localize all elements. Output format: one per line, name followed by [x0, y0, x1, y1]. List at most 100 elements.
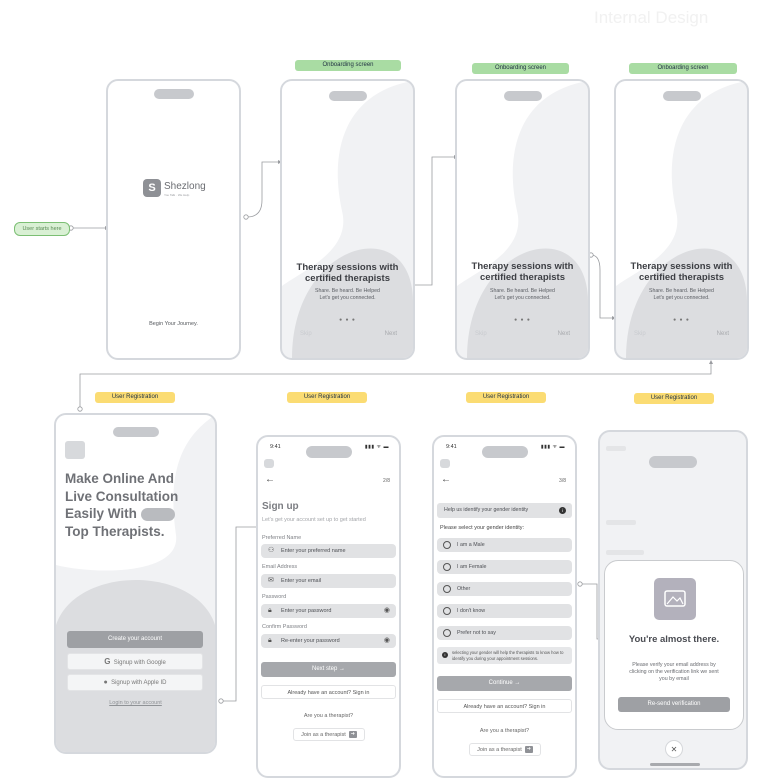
resend-verification-button[interactable]: Re-send verification — [618, 697, 730, 712]
radio-icon — [443, 584, 451, 593]
user-starts-here-pill: User starts here — [14, 222, 70, 236]
logo-placeholder-icon — [264, 459, 274, 468]
confirm-password-label: Confirm Password — [262, 624, 307, 630]
arrow-right-icon: ➜ — [348, 731, 357, 739]
gender-screen: 9:41 ▮▮▮ ᯤ ▬ ← 3/8 Help us identify your… — [432, 435, 577, 778]
skip-button[interactable]: Skip — [300, 331, 312, 337]
page-dots: ● ● ● — [673, 317, 690, 323]
phone-notch — [503, 91, 542, 101]
gender-option-prefer-not[interactable]: Prefer not to say — [437, 626, 572, 640]
lock-icon: 🔒︎ — [268, 607, 272, 614]
next-button[interactable]: Next — [384, 331, 397, 337]
background-wave — [457, 81, 588, 358]
back-arrow-icon[interactable]: ← — [441, 474, 451, 485]
image-placeholder-icon — [654, 578, 696, 620]
info-icon: i — [442, 652, 448, 658]
phone-notch — [662, 91, 701, 101]
create-account-button[interactable]: Create your account — [67, 631, 203, 648]
skip-button[interactable]: Skip — [634, 331, 646, 337]
logo-placeholder-icon — [440, 459, 450, 468]
eye-icon[interactable]: ◉ — [383, 637, 390, 644]
eye-icon[interactable]: ◉ — [383, 607, 390, 614]
radio-icon — [443, 606, 451, 615]
join-therapist-button[interactable]: Join as a therapist➜ — [293, 728, 365, 741]
splash-screen: S Shezlong You Talk · We Help Begin Your… — [106, 79, 241, 360]
background-wave — [616, 81, 747, 358]
user-icon: ⚇ — [268, 547, 275, 554]
page-dots: ● ● ● — [339, 317, 356, 323]
name-label: Preferred Name — [262, 535, 302, 541]
gender-option-male[interactable]: I am a Male — [437, 538, 572, 552]
confirm-password-input[interactable]: 🔒︎Re-enter your password◉ — [261, 634, 396, 648]
gender-option-female[interactable]: I am Female — [437, 560, 572, 574]
shezlong-logo-icon: S — [143, 179, 161, 197]
welcome-heading: Make Online And Live Consultation Easily… — [65, 471, 179, 539]
modal-text: Please verify your email address by clic… — [629, 662, 719, 682]
gender-option-unknown[interactable]: I don't know — [437, 604, 572, 618]
registration-badge-1: User Registration — [95, 392, 175, 403]
therapist-question: Are you a therapist? — [479, 728, 530, 734]
name-input[interactable]: ⚇Enter your preferred name — [261, 544, 396, 558]
next-button[interactable]: Next — [557, 331, 570, 337]
home-indicator — [650, 763, 700, 766]
signup-apple-button[interactable]: ● Signup with Apple ID — [67, 674, 203, 691]
avatar-group-icon — [140, 507, 175, 521]
phone-notch — [649, 456, 697, 468]
email-label: Email Address — [262, 564, 298, 570]
status-time: 9:41 — [270, 444, 281, 450]
picture-icon — [664, 590, 686, 607]
step-indicator: 3/8 — [559, 478, 566, 484]
envelope-icon: ✉ — [268, 577, 274, 584]
verify-email-screen: You're almost there. Please verify your … — [598, 430, 748, 770]
mail-icon — [65, 441, 85, 459]
join-therapist-button[interactable]: Join as a therapist➜ — [469, 743, 541, 756]
arrow-right-icon: ➜ — [524, 746, 533, 754]
gender-option-other[interactable]: Other — [437, 582, 572, 596]
lock-icon: 🔒︎ — [268, 637, 272, 644]
radio-icon — [443, 628, 451, 637]
email-input[interactable]: ✉Enter your email — [261, 574, 396, 588]
continue-button[interactable]: Continue → — [437, 676, 572, 691]
back-arrow-icon[interactable]: ← — [265, 474, 275, 485]
phone-notch — [328, 91, 367, 101]
close-icon[interactable]: ✕ — [665, 740, 683, 758]
phone-notch — [153, 89, 194, 99]
onboarding-badge-3: Onboarding screen — [629, 63, 737, 74]
signup-google-button[interactable]: G Signup with Google — [67, 653, 203, 670]
page-subtitle: Let's get your account set up to get sta… — [262, 517, 366, 523]
step-indicator: 2/8 — [383, 478, 390, 484]
status-time: 9:41 — [446, 444, 457, 450]
apple-icon: ● — [103, 679, 108, 686]
page-title: Sign up — [262, 501, 299, 512]
password-label: Password — [262, 594, 287, 600]
radio-icon — [443, 562, 451, 571]
onboarding-badge-2: Onboarding screen — [472, 63, 569, 74]
registration-badge-2: User Registration — [287, 392, 367, 403]
sign-in-link[interactable]: Already have an account? Sign in — [437, 699, 572, 713]
gender-prompt: Please select your gender identity: — [440, 525, 525, 531]
watermark-text: Internal Design — [594, 8, 709, 27]
skip-button[interactable]: Skip — [475, 331, 487, 337]
next-button[interactable]: Next — [716, 331, 729, 337]
info-icon[interactable]: i — [559, 507, 566, 514]
background-wave — [282, 81, 413, 358]
sign-in-link[interactable]: Already have an account? Sign in — [261, 685, 396, 699]
modal-title: You're almost there. — [628, 634, 720, 645]
verification-modal: You're almost there. Please verify your … — [604, 560, 744, 730]
background-placeholder — [606, 520, 636, 525]
phone-notch — [112, 427, 159, 437]
phone-notch — [481, 446, 528, 458]
welcome-screen: Make Online And Live Consultation Easily… — [54, 413, 217, 754]
login-link[interactable]: Login to your account — [109, 700, 162, 706]
onboarding-badge-1: Onboarding screen — [295, 60, 401, 71]
next-step-button[interactable]: Next step → — [261, 662, 396, 677]
therapist-question: Are you a therapist? — [303, 713, 354, 719]
password-input[interactable]: 🔒︎Enter your password◉ — [261, 604, 396, 618]
registration-badge-3: User Registration — [466, 392, 546, 403]
